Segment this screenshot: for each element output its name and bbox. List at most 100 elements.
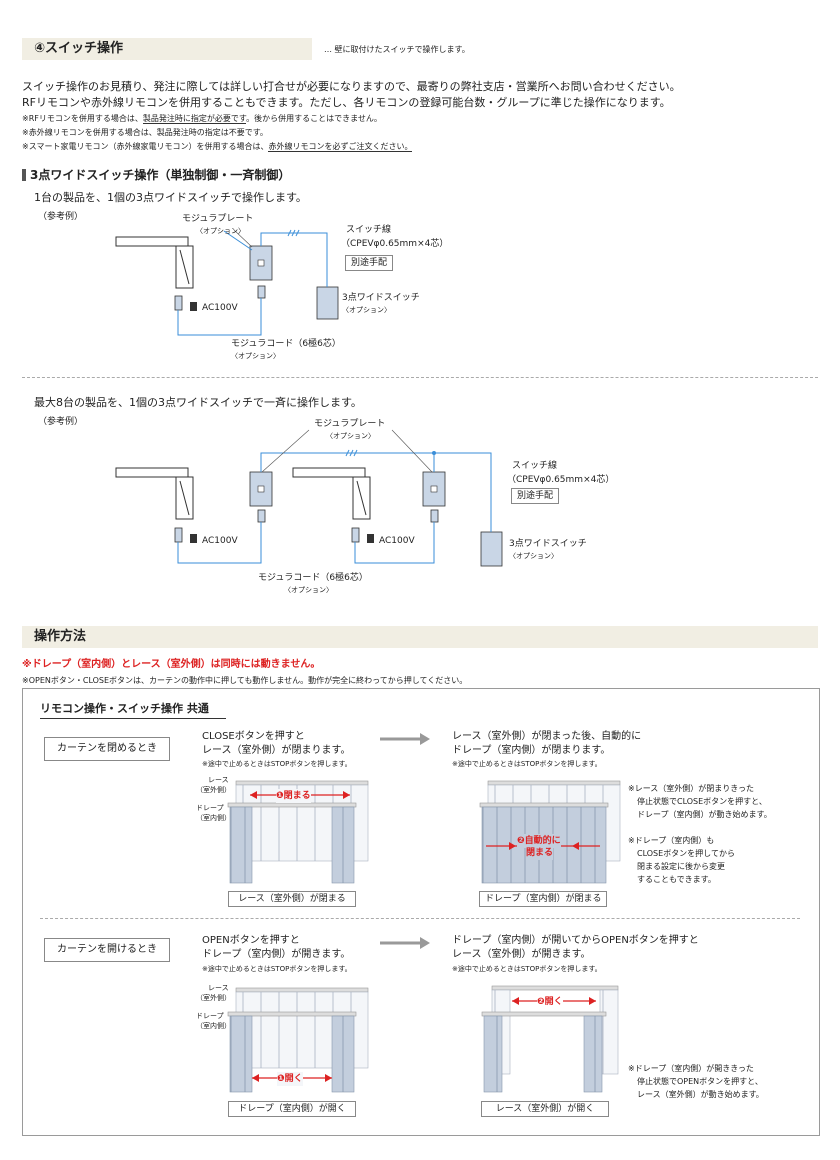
- multi-ac-label-2: AC100V: [379, 536, 415, 546]
- open-caption-1: ドレープ（室内側）が開く: [228, 1101, 356, 1117]
- intro-note-1: ※RFリモコンを併用する場合は、製品発注時に指定が必要です。後から併用することは…: [22, 114, 382, 124]
- close-arrow-2-l1: ❷自動的に: [517, 834, 561, 848]
- intro-note-2: ※赤外線リモコンを併用する場合は、製品発注時の指定は不要です。: [22, 128, 268, 137]
- open-caption-2: レース（室外側）が開く: [481, 1101, 609, 1117]
- heading-marker: [22, 169, 26, 181]
- close-drape-sub: （室内側）: [196, 814, 231, 822]
- plate-leader-2: [391, 429, 433, 473]
- close-caption-1: レース（室外側）が閉まる: [228, 891, 356, 907]
- operation-note: ※OPENボタン・CLOSEボタンは、カーテンの動作中に押しても動作しません。動…: [22, 676, 468, 685]
- close-drape-label: ドレープ: [196, 804, 224, 812]
- curtain-rail-1: [115, 467, 194, 520]
- multi-cord-label: モジュラコード（6極6芯）: [258, 573, 368, 583]
- step-arrow-open: [380, 937, 430, 949]
- close-side2-l3: 閉まる設定に後から変更: [637, 862, 725, 871]
- wire-junction: [432, 451, 436, 455]
- open-step2-l1: ドレープ（室内側）が開いてからOPENボタンを押すと: [452, 935, 699, 946]
- ac-plug: [190, 302, 197, 311]
- modular-plate-jack: [257, 259, 265, 267]
- operation-box: [22, 688, 820, 1136]
- curtain-rail: [115, 236, 194, 289]
- close-open-divider: [40, 918, 800, 919]
- open-drape-sub: （室内側）: [196, 1022, 231, 1030]
- multi-ref: （参考例）: [38, 417, 84, 427]
- operation-box-title: リモコン操作・スイッチ操作 共通: [40, 702, 209, 715]
- single-cord-label: モジュラコード（6極6芯）: [231, 339, 341, 349]
- close-step1-l1: CLOSEボタンを押すと: [202, 731, 305, 742]
- close-lace-sub: （室外側）: [196, 786, 231, 794]
- single-cord-opt: 〈オプション〉: [231, 352, 280, 360]
- ac-plug-1: [190, 534, 197, 543]
- multi-cord-opt: 〈オプション〉: [284, 586, 333, 594]
- multi-wires: [177, 449, 492, 564]
- close-side1-l2: 停止状態でCLOSEボタンを押すと、: [637, 797, 767, 806]
- open-fig-1: [227, 987, 369, 1093]
- single-diagram: [115, 229, 339, 336]
- operation-warning: ※ドレープ（室内側）とレース（室外側）は同時には動きません。: [22, 659, 321, 670]
- single-switch-label: 3点ワイドスイッチ: [342, 293, 420, 303]
- ac-plug-2: [367, 534, 374, 543]
- plate-jack-1: [257, 485, 265, 493]
- section-title: ④スイッチ操作: [34, 41, 124, 56]
- close-step1-l2: レース（室外側）が閉まります。: [202, 745, 351, 756]
- multi-switch-label: 3点ワイドスイッチ: [509, 539, 587, 549]
- multi-switch-opt: 〈オプション〉: [509, 552, 558, 560]
- close-step1-note: ※途中で止めるときはSTOPボタンを押します。: [202, 760, 352, 768]
- open-label: カーテンを開けるとき: [44, 938, 170, 962]
- open-fig-2: [481, 985, 619, 1093]
- open-lace-sub: （室外側）: [196, 994, 231, 1002]
- open-side1-l1: ※ドレープ（室内側）が開ききった: [628, 1064, 754, 1073]
- close-side1-l3: ドレープ（室内側）が動き始めます。: [637, 810, 772, 819]
- plate-leader-1: [261, 429, 310, 473]
- open-step1-note: ※途中で止めるときはSTOPボタンを押します。: [202, 965, 352, 973]
- single-switch-opt: 〈オプション〉: [342, 306, 391, 314]
- multi-wire-label: スイッチ線: [512, 461, 558, 471]
- box-title-underline: [40, 718, 226, 719]
- single-wire-label: スイッチ線: [346, 225, 392, 235]
- wide-switch-heading: 3点ワイドスイッチ操作（単独制御・一斉制御）: [30, 168, 291, 182]
- section-header-bar: [22, 38, 312, 60]
- curtain-rail-2: [292, 467, 371, 520]
- multi-plate-opt: 〈オプション〉: [326, 432, 375, 440]
- open-side1-l3: レース（室外側）が動き始めます。: [637, 1090, 764, 1099]
- close-arrow-1: ❶閉まる: [276, 789, 311, 803]
- close-arrow-2-l2: 閉まる: [526, 846, 554, 860]
- operation-header-bar: [22, 626, 818, 648]
- open-drape-label: ドレープ: [196, 1012, 224, 1020]
- plate-leader: [233, 229, 253, 248]
- multi-diagram: [115, 429, 503, 567]
- open-arrow-2: ❷開く: [537, 995, 563, 1009]
- open-arrow-1: ❶開く: [277, 1072, 303, 1086]
- close-side2-l2: CLOSEボタンを押してから: [637, 849, 735, 858]
- close-step2-l1: レース（室外側）が閉まった後、自動的に: [452, 731, 642, 742]
- multi-ac-label-1: AC100V: [202, 536, 238, 546]
- close-label: カーテンを閉めるとき: [44, 737, 170, 761]
- intro-line-2: RFリモコンや赤外線リモコンを併用することもできます。ただし、各リモコンの登録可…: [22, 96, 671, 109]
- close-side1-l1: ※レース（室外側）が閉まりきった: [628, 784, 754, 793]
- close-fig-1: [227, 780, 369, 884]
- divider: [22, 377, 818, 378]
- close-step2-l2: ドレープ（室内側）が閉まります。: [452, 745, 611, 756]
- open-step2-l2: レース（室外側）が開きます。: [452, 949, 591, 960]
- single-ref: （参考例）: [38, 212, 84, 222]
- multi-separate-badge: 別途手配: [511, 488, 560, 504]
- section-note: … 壁に取付けたスイッチで操作します。: [324, 45, 470, 54]
- close-caption-2: ドレープ（室内側）が閉まる: [479, 891, 607, 907]
- open-step2-note: ※途中で止めるときはSTOPボタンを押します。: [452, 965, 602, 973]
- operation-title: 操作方法: [34, 629, 87, 644]
- close-step2-note: ※途中で止めるときはSTOPボタンを押します。: [452, 760, 602, 768]
- close-side2-l1: ※ドレープ（室内側）も: [628, 836, 715, 845]
- intro-line-1: スイッチ操作のお見積り、発注に際しては詳しい打合せが必要になりますので、最寄りの…: [22, 80, 681, 93]
- close-lace-label: レース: [208, 776, 229, 784]
- multi-wire-spec: （CPEVφ0.65mm×4芯）: [507, 475, 615, 485]
- single-wire-spec: （CPEVφ0.65mm×4芯）: [341, 239, 449, 249]
- wires: [177, 229, 328, 336]
- step-arrow-close: [380, 733, 430, 745]
- single-separate-badge: 別途手配: [345, 255, 394, 271]
- open-step1-l1: OPENボタンを押すと: [202, 935, 300, 946]
- single-plate-label: モジュラプレート: [182, 214, 254, 224]
- multi-plate-label: モジュラプレート: [314, 419, 386, 429]
- intro-note-3: ※スマート家電リモコン（赤外線家電リモコン）を併用する場合は、赤外線リモコンを必…: [22, 142, 413, 152]
- close-side2-l4: することもできます。: [637, 875, 716, 884]
- multi-desc: 最大8台の製品を、1個の3点ワイドスイッチで一斉に操作します。: [34, 396, 362, 409]
